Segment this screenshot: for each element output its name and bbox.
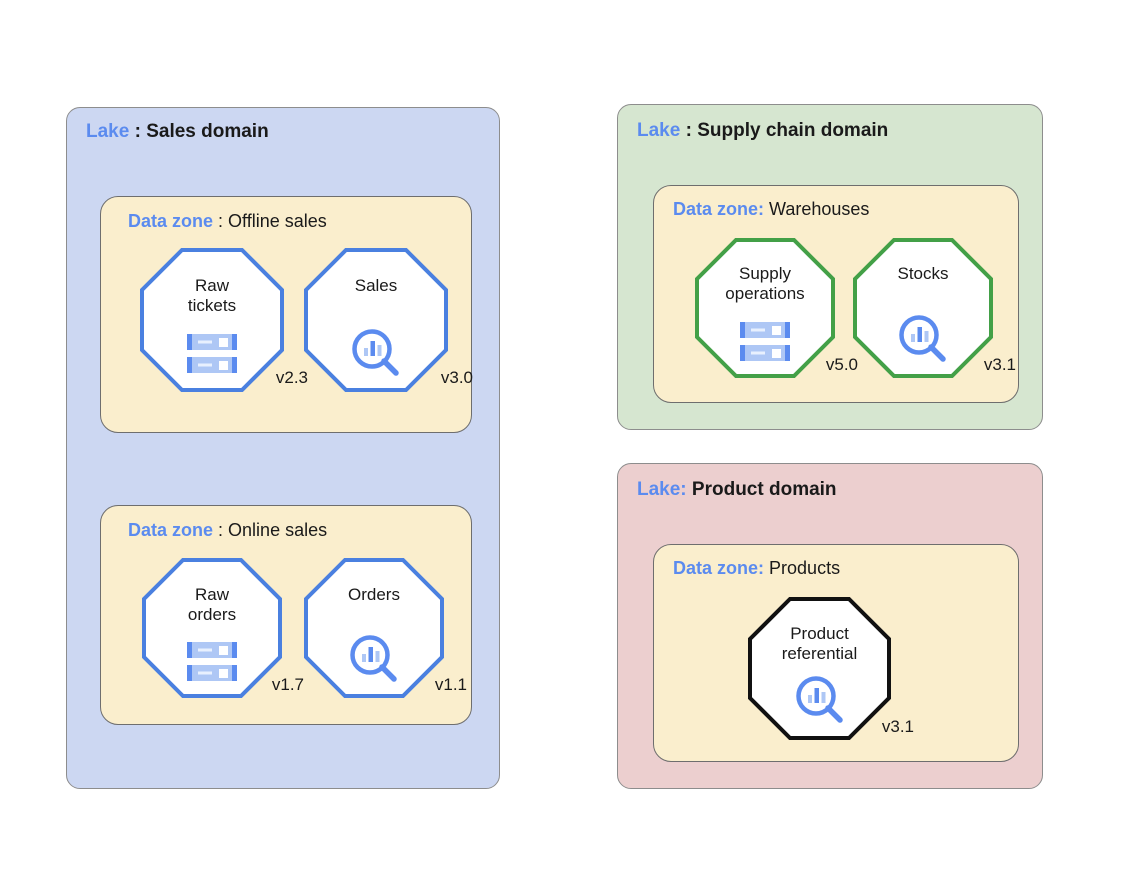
lake-sales-domain-title: Lake : Sales domain bbox=[86, 121, 269, 143]
octagon-shape bbox=[142, 558, 282, 698]
zone-name: Products bbox=[769, 558, 841, 578]
data-product-label: Raw orders bbox=[187, 585, 237, 625]
octagon-shape bbox=[304, 248, 448, 392]
zone-keyword: Data zone bbox=[128, 520, 214, 540]
octagon-shape bbox=[140, 248, 284, 392]
analytics-search-icon bbox=[348, 633, 400, 690]
data-product-supply-operations[interactable]: Supply operations v5.0 bbox=[694, 237, 858, 379]
zone-keyword: Data zone: bbox=[673, 558, 765, 578]
data-product-label: Sales bbox=[354, 276, 398, 295]
lake-name: Sales domain bbox=[146, 121, 269, 142]
data-product-version: v3.0 bbox=[440, 368, 473, 387]
octagon-shape bbox=[695, 238, 835, 378]
analytics-search-icon bbox=[794, 674, 846, 731]
data-product-orders[interactable]: Orders v1.1 bbox=[303, 557, 467, 699]
zone-keyword: Data zone: bbox=[673, 199, 765, 219]
lake-keyword: Lake bbox=[637, 120, 681, 141]
data-product-raw-orders[interactable]: Raw orders v1.7 bbox=[141, 557, 304, 699]
data-product-version: v1.1 bbox=[434, 675, 467, 694]
lake-product-domain-title: Lake: Product domain bbox=[637, 479, 837, 501]
data-product-label: Raw tickets bbox=[187, 276, 237, 316]
data-product-product-referential[interactable]: Product referential v3.1 bbox=[747, 596, 914, 741]
octagon-shape bbox=[748, 597, 891, 740]
zone-offline-sales-title: Data zone : Offline sales bbox=[128, 211, 327, 232]
database-icon bbox=[184, 641, 240, 690]
zone-name: Online sales bbox=[228, 520, 328, 540]
data-product-version: v1.7 bbox=[271, 675, 304, 694]
lake-keyword: Lake: bbox=[637, 479, 687, 500]
zone-warehouses-title: Data zone: Warehouses bbox=[673, 199, 869, 220]
octagon-shape bbox=[304, 558, 444, 698]
data-product-label: Stocks bbox=[897, 264, 949, 283]
data-product-version: v3.1 bbox=[983, 355, 1016, 374]
lake-separator: : bbox=[129, 121, 147, 142]
lake-separator: : bbox=[680, 120, 698, 141]
zone-name: Warehouses bbox=[769, 199, 870, 219]
lake-name: Product domain bbox=[691, 479, 837, 500]
data-product-stocks[interactable]: Stocks v3.1 bbox=[852, 237, 1016, 379]
zone-name: Offline sales bbox=[228, 211, 327, 231]
data-product-label: Product referential bbox=[781, 624, 858, 664]
analytics-search-icon bbox=[350, 327, 402, 384]
data-product-sales[interactable]: Sales v3.0 bbox=[303, 247, 473, 393]
database-icon bbox=[184, 333, 240, 382]
data-product-version: v3.1 bbox=[881, 717, 914, 736]
data-product-version: v2.3 bbox=[275, 368, 308, 387]
data-product-label: Orders bbox=[348, 585, 400, 604]
lake-name: Supply chain domain bbox=[697, 120, 889, 141]
data-product-label: Supply operations bbox=[725, 264, 805, 304]
zone-keyword: Data zone bbox=[128, 211, 214, 231]
zone-online-sales-title: Data zone : Online sales bbox=[128, 520, 327, 541]
zone-products-title: Data zone: Products bbox=[673, 558, 840, 579]
zone-separator: : bbox=[213, 520, 229, 540]
data-product-raw-tickets[interactable]: Raw tickets v2.3 bbox=[139, 247, 308, 393]
zone-separator: : bbox=[213, 211, 229, 231]
database-icon bbox=[737, 321, 793, 370]
lake-supply-chain-domain-title: Lake : Supply chain domain bbox=[637, 120, 888, 142]
data-product-version: v5.0 bbox=[825, 355, 858, 374]
octagon-shape bbox=[853, 238, 993, 378]
analytics-search-icon bbox=[897, 313, 949, 370]
lake-keyword: Lake bbox=[86, 121, 130, 142]
